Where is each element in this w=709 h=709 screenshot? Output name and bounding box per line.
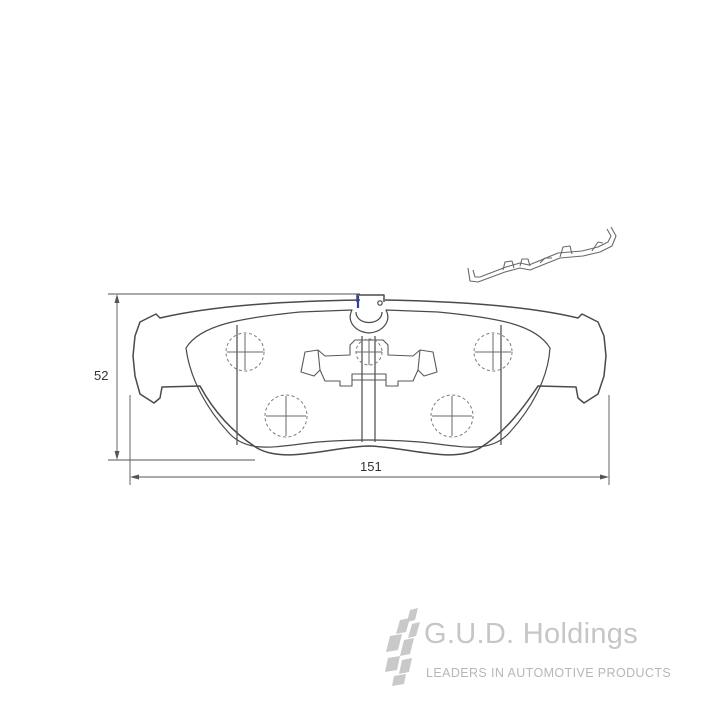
dimension-lines bbox=[108, 293, 610, 485]
brand-logo: G.U.D. Holdings LEADERS IN AUTOMOTIVE PR… bbox=[380, 606, 700, 686]
rivet-hole-bottom-left bbox=[264, 394, 308, 438]
rivet-hole-bottom-right bbox=[430, 394, 474, 438]
brand-name: G.U.D. Holdings bbox=[424, 618, 639, 650]
rivet-hole-top-right bbox=[473, 332, 513, 372]
backing-plate bbox=[132, 294, 607, 456]
anti-rattle-clip bbox=[467, 226, 617, 283]
center-clip bbox=[300, 339, 438, 387]
rivet-crosshairs bbox=[227, 334, 511, 436]
brand-logo-mark bbox=[385, 608, 420, 686]
height-dimension-label: 52 bbox=[94, 368, 108, 383]
friction-material bbox=[185, 300, 551, 448]
width-dimension-label: 151 bbox=[360, 459, 382, 474]
brand-tagline: LEADERS IN AUTOMOTIVE PRODUCTS bbox=[426, 666, 672, 680]
rivet-hole-top-left bbox=[225, 332, 265, 372]
